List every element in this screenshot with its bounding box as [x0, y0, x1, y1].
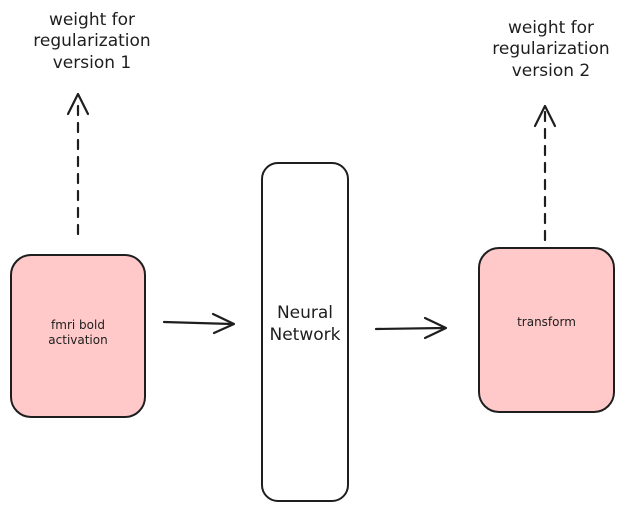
dashed-arrow-fmri-to-version1	[66, 92, 90, 236]
arrow-fmri-to-network	[162, 312, 236, 335]
neural-network-label: Neural Network	[269, 303, 341, 346]
output-label-version1: weight for regularization version 1	[33, 10, 151, 73]
fmri-label: fmri bold activation	[48, 318, 108, 347]
arrow-network-to-transform	[374, 316, 448, 340]
fmri-box	[10, 254, 146, 418]
transform-box	[478, 247, 615, 413]
dashed-arrow-transform-to-version2	[533, 104, 557, 242]
neural-network-box	[261, 162, 349, 502]
output-label-version2: weight for regularization version 2	[492, 18, 610, 81]
transform-label: transform	[517, 315, 576, 329]
